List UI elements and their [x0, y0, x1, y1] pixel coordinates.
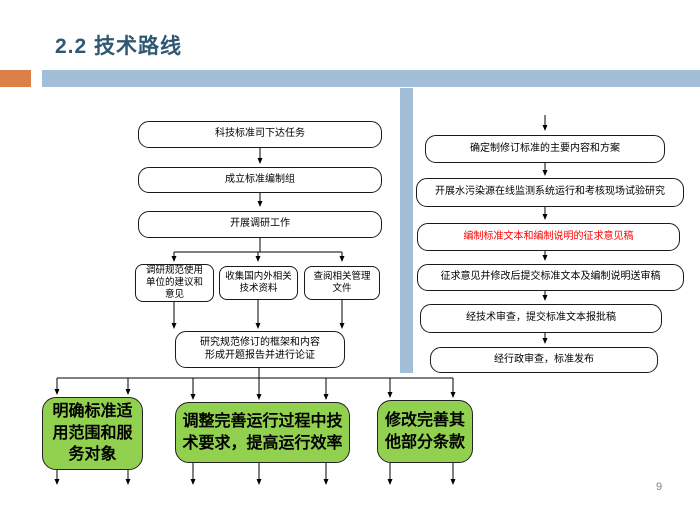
page-number: 9 — [656, 481, 663, 493]
flow-box-field-test-study: 开展水污染源在线监测系统运行和考核现场试验研究 — [416, 178, 684, 207]
flow-box-technical-review: 经技术审查，提交标准文本报批稿 — [420, 304, 662, 333]
flow-box-submit-for-review: 征求意见并修改后提交标准文本及编制说明送审稿 — [417, 264, 684, 291]
column-divider-bar — [400, 88, 413, 373]
flow-box-framework-proposal: 研究规范修订的框架和内容 形成开题报告并进行论证 — [175, 331, 345, 368]
flow-box-task-assignment: 科技标准司下达任务 — [138, 121, 382, 148]
flow-box-survey-user-units: 调研规范使用单位的建议和意见 — [135, 264, 214, 302]
flow-box-review-documents: 查阅相关管理文件 — [304, 266, 380, 300]
flow-box-draft-for-comments: 编制标准文本和编制说明的征求意见稿 — [417, 223, 680, 251]
outcome-fanout-arrows — [54, 368, 456, 485]
outcome-box-scope: 明确标准适用范围和服务对象 — [42, 397, 143, 470]
flow-box-standard-publish: 经行政审查，标准发布 — [430, 347, 658, 373]
flow-box-carry-out-research: 开展调研工作 — [138, 211, 382, 238]
outcome-box-modify-clauses: 修改完善其他部分条款 — [377, 400, 473, 463]
header-accent-orange-bar — [0, 70, 31, 87]
outcome-box-adjust-requirements: 调整完善运行过程中技术要求，提高运行效率 — [175, 402, 350, 463]
left-flow-arrows — [171, 148, 345, 329]
header-blue-bar — [42, 70, 700, 87]
slide-title: 2.2 技术路线 — [55, 35, 183, 58]
flow-box-main-content-plan: 确定制修订标准的主要内容和方案 — [425, 135, 665, 163]
flow-box-form-drafting-group: 成立标准编制组 — [138, 167, 382, 193]
flow-box-collect-materials: 收集国内外相关技术资料 — [219, 266, 298, 300]
